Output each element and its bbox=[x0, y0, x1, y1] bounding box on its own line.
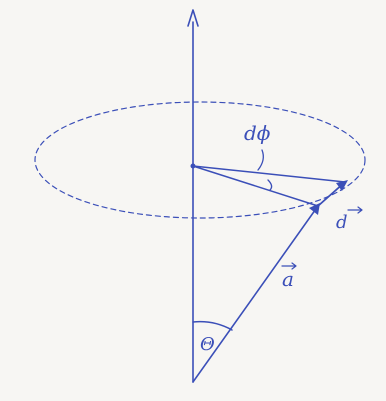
radius-line-initial bbox=[192, 165, 346, 183]
theta-arc bbox=[192, 320, 233, 331]
dphi-pointer bbox=[257, 149, 264, 171]
label-a-group: a bbox=[281, 262, 297, 291]
radius-line-rotated bbox=[192, 165, 319, 207]
rotation-circle bbox=[34, 101, 366, 219]
displacement-vector-arrowhead bbox=[336, 180, 348, 191]
angle-arc-dphi bbox=[267, 179, 273, 191]
dr-vector-bar-icon bbox=[347, 206, 363, 214]
label-a: a bbox=[282, 267, 294, 291]
a-vector-bar-icon bbox=[281, 262, 297, 270]
position-vector bbox=[192, 205, 319, 383]
label-dphi: dϕ bbox=[244, 121, 271, 145]
label-theta: Θ bbox=[200, 334, 215, 355]
axis-arrowhead bbox=[187, 9, 199, 27]
label-dr-group: d bbox=[336, 206, 363, 233]
label-dr: d bbox=[336, 212, 348, 233]
